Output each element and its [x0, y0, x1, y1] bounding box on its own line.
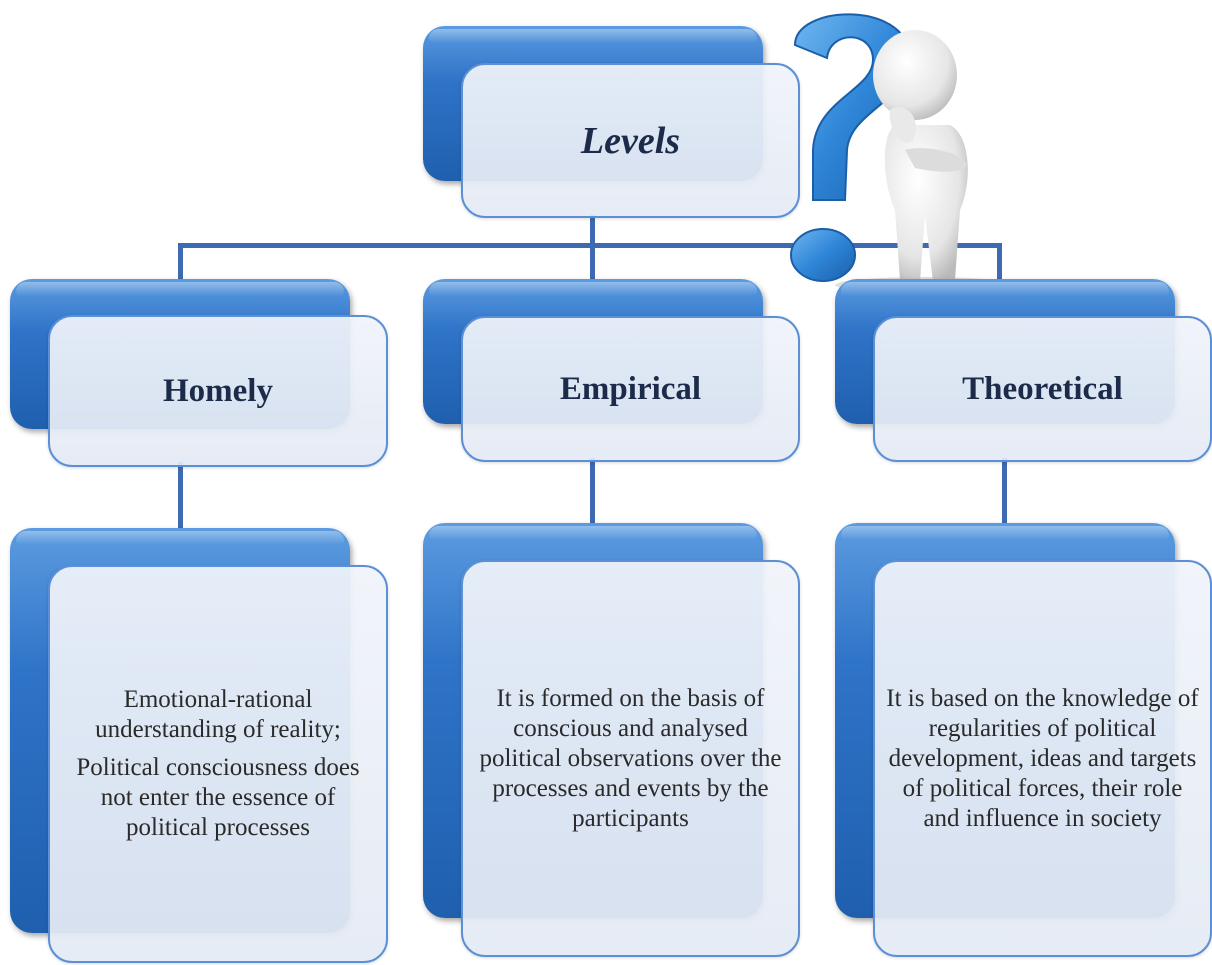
connector-empirical-up: [590, 243, 595, 283]
figure-hand: [889, 107, 916, 143]
homely-label: Homely: [163, 372, 273, 409]
theoretical-label: Theoretical: [962, 370, 1123, 407]
empirical-label: Empirical: [559, 370, 702, 407]
thinking-figure-question-mark-icon: [790, 13, 1015, 293]
theoretical-description-line-1: It is based on the knowledge of regulari…: [886, 684, 1199, 832]
connector-theoretical-up: [997, 243, 1002, 283]
question-mark-dot: [790, 228, 856, 282]
homely-description-line-1: Emotional-rational understanding of real…: [95, 686, 341, 743]
homely-card: Homely: [48, 315, 388, 467]
theoretical-desc-card: It is based on the knowledge of regulari…: [873, 560, 1212, 957]
homely-desc-card: Emotional-rational understanding of real…: [48, 565, 388, 963]
figure-head: [873, 30, 957, 120]
connector-homely-up: [178, 243, 183, 283]
empirical-card: Empirical: [461, 316, 800, 462]
connector-empirical-down: [590, 458, 595, 526]
connector-homely-down: [178, 462, 183, 532]
root-title: Levels: [580, 119, 681, 162]
homely-description: Emotional-rational understanding of real…: [50, 685, 386, 843]
theoretical-card: Theoretical: [873, 316, 1212, 462]
empirical-description-line-1: It is formed on the basis of conscious a…: [479, 684, 782, 832]
empirical-desc-card: It is formed on the basis of conscious a…: [461, 560, 800, 957]
connector-theoretical-down: [1002, 458, 1007, 526]
connector-root-vertical: [590, 215, 595, 245]
homely-description-line-2: Political consciousness does not enter t…: [76, 754, 360, 841]
root-card: Levels: [461, 63, 800, 218]
theoretical-description: It is based on the knowledge of regulari…: [875, 684, 1210, 834]
figure-arm: [905, 148, 967, 172]
empirical-description: It is formed on the basis of conscious a…: [463, 684, 798, 834]
